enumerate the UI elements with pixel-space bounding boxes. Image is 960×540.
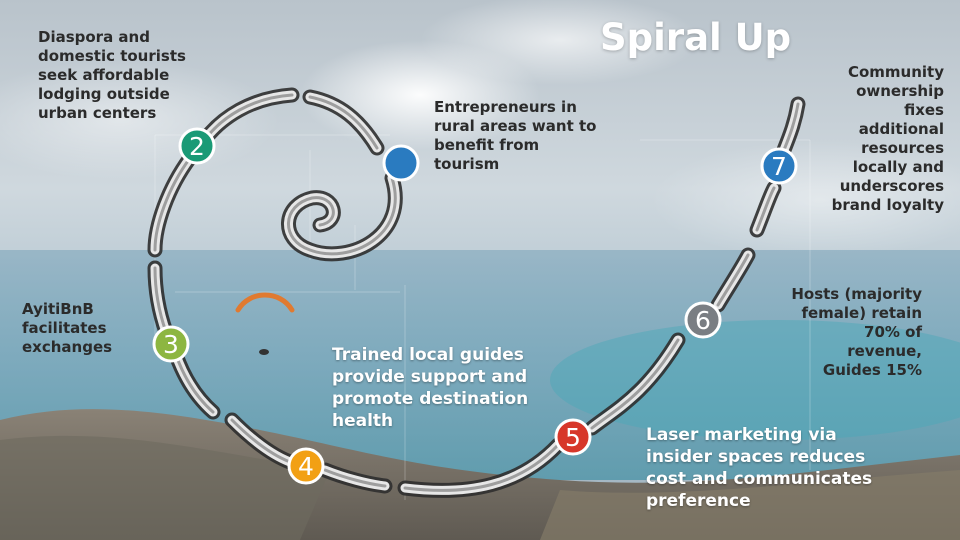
step-1-text: Entrepreneurs in rural areas want to ben…: [434, 98, 597, 173]
page-title: Spiral Up: [600, 16, 792, 59]
spiral-core: [281, 170, 403, 262]
step-3-text: AyitiBnB facilitates exchanges: [22, 300, 113, 356]
step-marker-6: 6: [684, 301, 722, 339]
step-7-text: Community ownership fixes additional res…: [831, 63, 944, 214]
step-marker-3: 3: [152, 325, 190, 363]
step-number-2: 2: [189, 132, 205, 161]
step-number-4: 4: [298, 452, 314, 481]
step-6-text: Hosts (majority female) retain 70% of re…: [791, 285, 922, 379]
step-number-3: 3: [163, 330, 179, 359]
step-marker-5: 5: [554, 418, 592, 456]
step-2-text: Diaspora and domestic tourists seek affo…: [38, 28, 186, 122]
step-5-text: Laser marketing via insider spaces reduc…: [646, 425, 873, 511]
step-number-5: 5: [565, 423, 581, 452]
step-marker-7: 7: [760, 147, 798, 185]
step-marker-1: [382, 144, 420, 182]
step-marker-4: 4: [287, 447, 325, 485]
step-marker-2: 2: [178, 127, 216, 165]
step-4-text: Trained local guides provide support and…: [332, 345, 529, 431]
step-number-6: 6: [695, 306, 711, 335]
step-number-7: 7: [771, 152, 787, 181]
